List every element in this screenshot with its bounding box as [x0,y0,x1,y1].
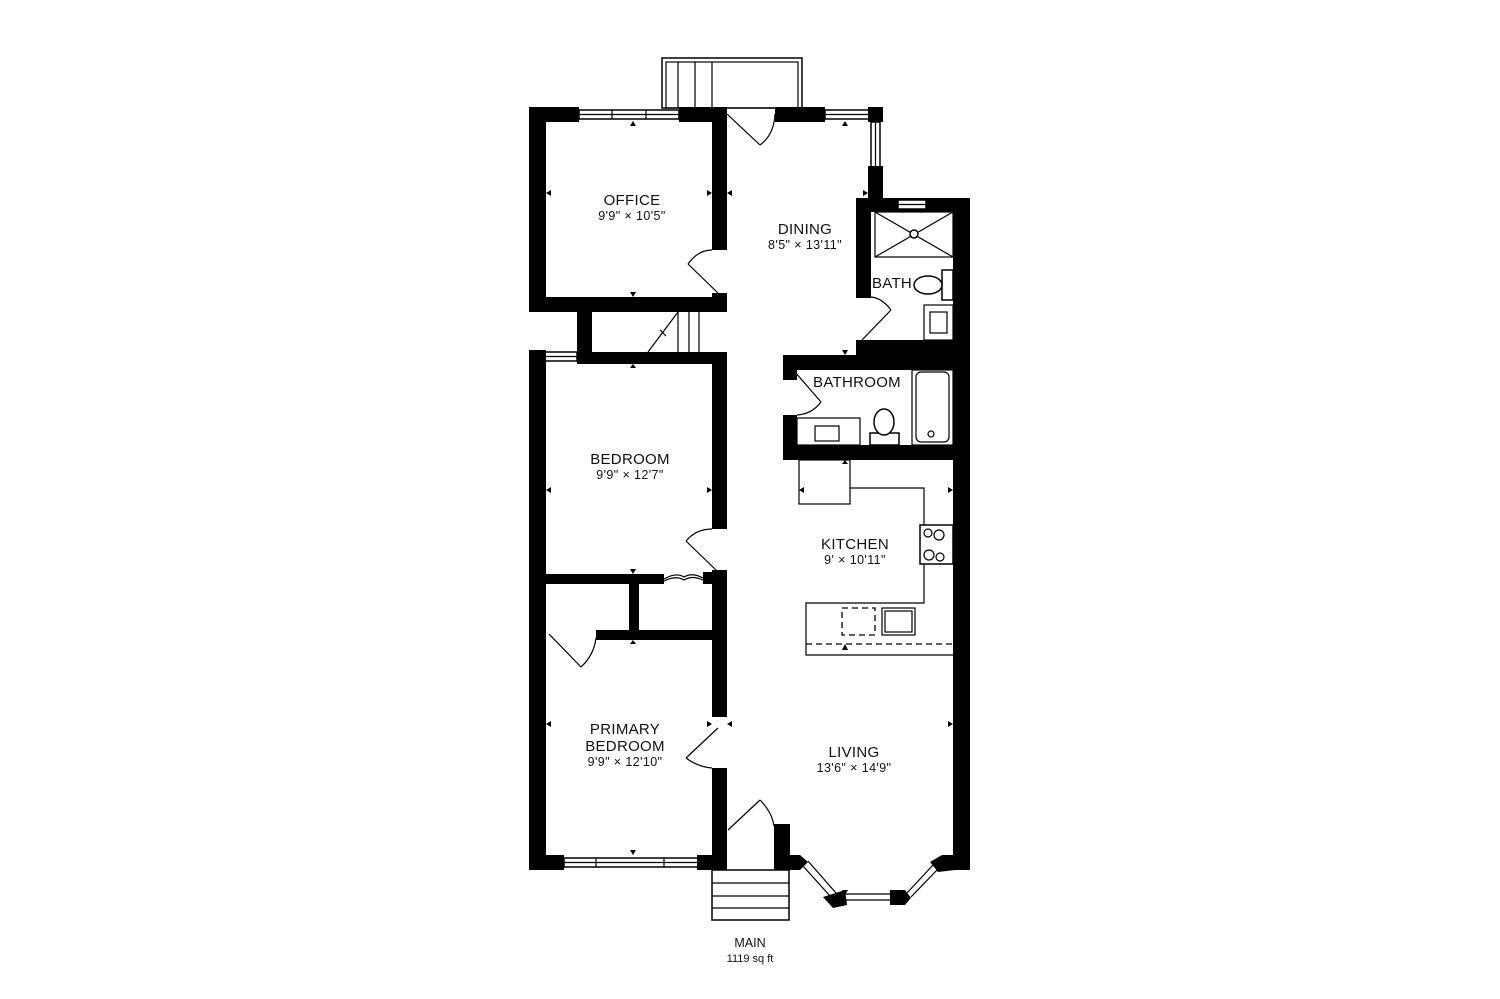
floor-name: MAIN [734,936,766,950]
dimension-markers [546,121,953,895]
room-dimensions: 9'9" × 12'7" [596,468,664,482]
room-label-bedroom: BEDROOM 9'9" × 12'7" [590,451,670,483]
room-name: BATHROOM [813,374,901,391]
room-label-primary-bedroom: PRIMARY BEDROOM 9'9" × 12'10" [585,721,665,770]
room-name: BATH [871,275,913,292]
stairs [647,311,700,353]
room-name-line1: PRIMARY [589,721,661,738]
room-dimensions: 9' × 10'11" [824,553,886,567]
room-dimensions: 9'9" × 10'5" [598,209,666,223]
room-name: KITCHEN [821,536,889,553]
room-name: LIVING [828,744,880,761]
room-dimensions: 9'9" × 12'10" [587,755,663,769]
room-dimensions: 8'5" × 13'11" [768,238,842,252]
room-label-bath: BATH [872,275,912,292]
room-name: OFFICE [603,192,661,209]
room-label-living: LIVING 13'6" × 14'9" [817,744,892,776]
walls [529,107,970,908]
room-label-office: OFFICE 9'9" × 10'5" [598,192,665,224]
floor-caption: MAIN 1119 sq ft [727,936,774,965]
room-label-dining: DINING 8'5" × 13'11" [768,221,842,253]
room-label-kitchen: KITCHEN 9' × 10'11" [821,536,889,568]
floor-area: 1119 sq ft [726,953,774,965]
rear-steps [661,57,803,109]
room-name: BEDROOM [590,451,670,468]
fixtures [796,211,954,656]
room-name: DINING [777,221,833,238]
room-label-bathroom: BATHROOM [813,374,901,391]
doors [548,113,892,831]
room-name-line2: BEDROOM [585,738,665,755]
room-dimensions: 13'6" × 14'9" [816,761,892,775]
front-steps [711,869,790,921]
